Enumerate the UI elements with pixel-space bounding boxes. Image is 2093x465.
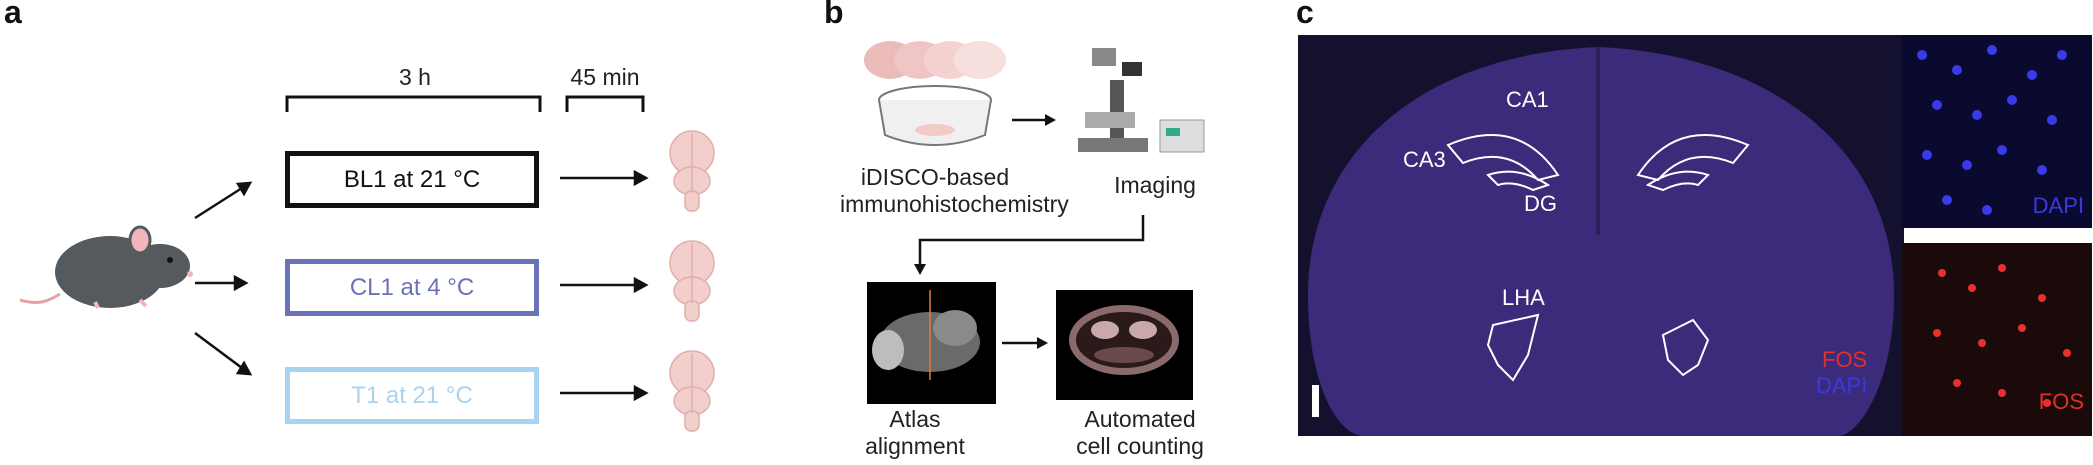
condition-t1-box: T1 at 21 °C (285, 367, 539, 424)
condition-bl1-label: BL1 at 21 °C (343, 165, 481, 193)
condition-cl1-label: CL1 at 4 °C (349, 273, 475, 301)
bracket-3h (285, 95, 542, 112)
step-count-label-line1: Automated (1084, 406, 1196, 432)
bracket-45min (565, 95, 645, 112)
fos-inset-image: FOS (1902, 243, 2092, 436)
condition-cl1-box: CL1 at 4 °C (285, 259, 539, 316)
region-ca3-label: CA3 (1403, 147, 1446, 172)
fos-inset-label: FOS (2038, 389, 2084, 414)
panel-a-letter: a (4, 0, 22, 30)
step-atlas-label-line2: alignment (865, 433, 965, 459)
brain-outline (1308, 47, 1894, 436)
coronal-section-image: CA1 CA3 DG LHA FOS DAPI (1298, 35, 1904, 436)
panel-c-letter: c (1296, 0, 1314, 30)
scale-bar (1312, 385, 1319, 417)
step-immuno-label-line1: iDISCO-based (860, 164, 1010, 190)
duration-45min-label: 45 min (570, 64, 640, 90)
mouse-icon (19, 225, 193, 309)
cell-counting-image (1056, 290, 1193, 400)
region-lha-label: LHA (1502, 285, 1545, 310)
brain-icon-cl1 (669, 240, 715, 322)
channel-fos-label: FOS (1822, 347, 1868, 372)
dapi-inset-image: DAPI (1902, 35, 2092, 228)
panel-a-graphics (19, 95, 649, 402)
step-imaging-label: Imaging (1114, 172, 1196, 198)
condition-t1-label: T1 at 21 °C (351, 381, 473, 409)
channel-dapi-label: DAPI (1816, 373, 1868, 398)
step-atlas-label-line1: Atlas (889, 406, 941, 432)
panel-b-letter: b (824, 0, 844, 30)
microscope-icon (1078, 48, 1205, 153)
coronal-section-drawing (1308, 47, 1894, 436)
dapi-inset-label: DAPI (2032, 193, 2084, 218)
region-ca1-label: CA1 (1506, 87, 1549, 112)
brain-icon-t1 (669, 350, 715, 432)
region-dg-label: DG (1524, 191, 1557, 216)
brain-sections-icon (864, 41, 1006, 79)
atlas-alignment-image (867, 282, 996, 404)
step-immuno-label-line2: immunohistochemistry (840, 191, 1069, 217)
panel-b-graphics (864, 41, 1205, 404)
dish-icon (878, 85, 992, 146)
duration-3h-label: 3 h (399, 64, 431, 90)
condition-bl1-box: BL1 at 21 °C (285, 151, 539, 208)
step-count-label-line2: cell counting (1076, 433, 1204, 459)
brain-icon-bl1 (669, 130, 715, 212)
